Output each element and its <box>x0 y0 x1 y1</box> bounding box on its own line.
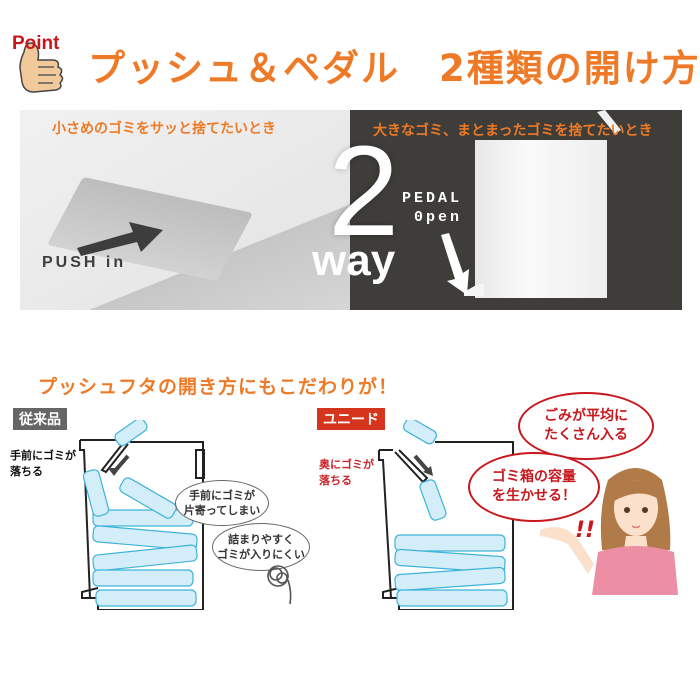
arrow-down-icon <box>441 233 469 295</box>
conventional-bubble-2: 詰まりやすくゴミが入りにくい <box>212 523 310 571</box>
pedal-caption: 大きなゴミ、まとまったゴミを捨てたいとき <box>373 123 653 139</box>
unid-tag: ユニード <box>317 408 385 430</box>
conventional-note: 手前にゴミが 落ちる <box>10 449 76 478</box>
unid-bubble-2: ゴミ箱の容量を生かせる！ <box>468 452 600 522</box>
open-lid-edge <box>597 110 621 134</box>
unid-note: 奥にゴミが 落ちる <box>319 458 374 487</box>
push-caption: 小さめのゴミをサッと捨てたいとき <box>52 121 276 137</box>
page-title: プッシュ＆ペダル 2種類の開け方 <box>88 47 700 90</box>
comparison-title: プッシュフタの開き方にもこだわりが！ <box>38 376 399 398</box>
two-label: 2 <box>328 120 400 263</box>
conventional-tag: 従来品 <box>13 408 67 430</box>
tangle-icon <box>267 565 292 605</box>
woman-illustration <box>540 468 678 595</box>
point-label: Point <box>12 33 60 54</box>
exclaim-mark: !! <box>575 518 596 543</box>
push-in-label: PUSH in <box>42 254 127 271</box>
pedal-label-line2: 0pen <box>414 209 463 226</box>
way-label: way <box>312 236 396 285</box>
push-open-panel <box>20 110 350 310</box>
pedal-bin-image <box>475 140 607 298</box>
conventional-bin-diagram <box>79 420 205 610</box>
pedal-open-label: PEDAL 0pen <box>402 189 462 227</box>
arrow-right-icon <box>77 222 163 256</box>
unid-bubble-1: ごみが平均にたくさん入る <box>518 392 654 460</box>
thumbs-up-icon <box>10 30 80 102</box>
pedal-image <box>464 284 484 296</box>
conventional-bubble-1: 手前にゴミが片寄ってしまい <box>175 480 269 526</box>
pedal-label-line1: PEDAL <box>402 190 463 207</box>
